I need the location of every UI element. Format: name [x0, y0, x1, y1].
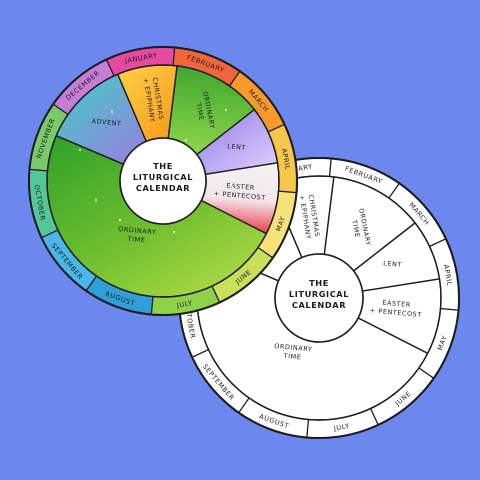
center-hub: [119, 137, 207, 225]
season-label: ORDINARYTIME: [273, 342, 313, 362]
sparkle-dot: [118, 218, 122, 222]
month-label-april: APRIL: [442, 264, 454, 287]
month-label-july: JULY: [332, 422, 350, 433]
wheel-rim: [28, 46, 298, 316]
month-label-april: APRIL: [280, 148, 292, 171]
sparkle-dot: [172, 230, 176, 234]
season-label: ADVENT: [91, 117, 121, 128]
sparkle-dot: [94, 198, 98, 202]
ring-divider: [46, 64, 280, 298]
sparkle-dot: [110, 110, 114, 114]
season-label: LENT: [227, 142, 246, 152]
season-label: LENT: [383, 259, 402, 269]
sparkle-dot: [224, 108, 228, 112]
sparkle-dot: [184, 138, 188, 142]
sparkle-dot: [230, 184, 234, 188]
sparkle-dot: [212, 198, 216, 202]
sparkle-dot: [78, 148, 82, 152]
month-label-july: JULY: [175, 299, 193, 310]
season-label: ORDINARYTIME: [117, 225, 157, 245]
sparkle-dot: [138, 148, 142, 152]
center-hub: [274, 253, 364, 343]
